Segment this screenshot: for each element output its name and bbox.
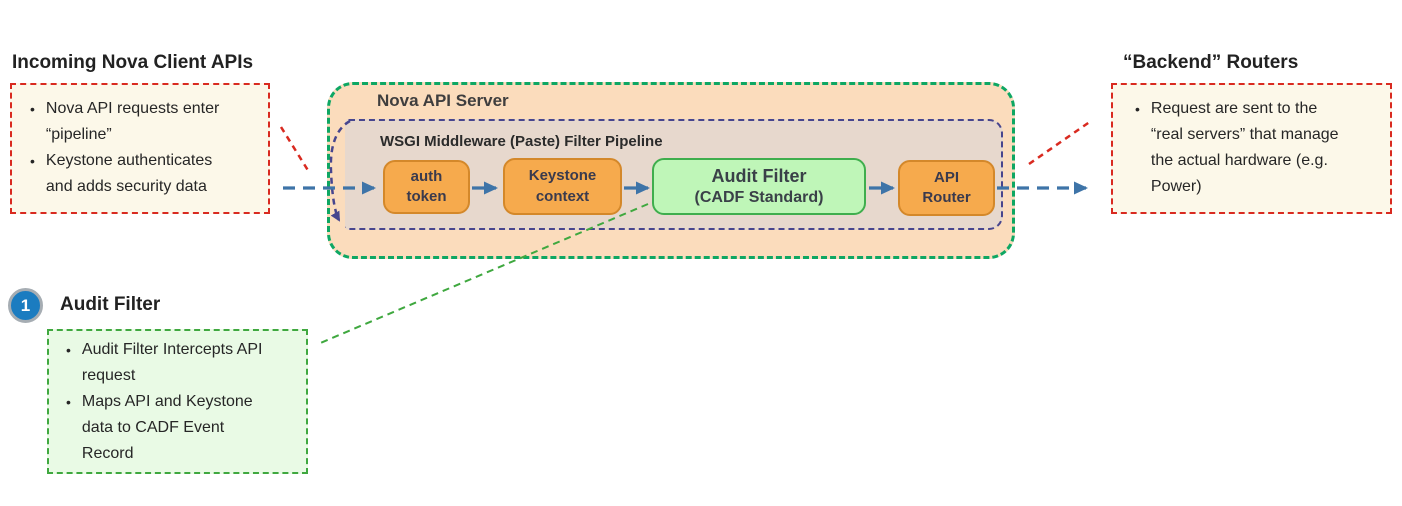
bullet-item: Maps API and Keystone data to CADF Event… bbox=[66, 389, 291, 467]
audit-filter-label: Audit Filter bbox=[711, 166, 807, 187]
incoming-apis-heading: Incoming Nova Client APIs bbox=[12, 52, 254, 73]
stage-audit-filter: Audit Filter (CADF Standard) bbox=[652, 158, 866, 215]
audit-filter-bullets: Audit Filter Intercepts API request Maps… bbox=[66, 337, 291, 467]
stage-auth-token: auth token bbox=[383, 160, 470, 214]
bullet-text: Audit Filter Intercepts API request bbox=[81, 341, 263, 384]
bullet-item: Keystone authenticates and adds security… bbox=[30, 148, 248, 200]
cadf-standard-label: (CADF Standard) bbox=[694, 188, 824, 206]
bullet-text: Keystone authenticates and adds security… bbox=[45, 152, 213, 195]
leader-line-red-left bbox=[279, 126, 311, 173]
stage-api-router: API Router bbox=[898, 160, 995, 216]
bullet-text: Nova API requests enter “pipeline” bbox=[45, 100, 220, 143]
incoming-apis-bullets: Nova API requests enter “pipeline” Keyst… bbox=[30, 96, 248, 200]
bullet-item: Nova API requests enter “pipeline” bbox=[30, 96, 248, 148]
bullet-text: Request are sent to the “real servers” t… bbox=[1150, 100, 1339, 195]
backend-routers-bullets: Request are sent to the “real servers” t… bbox=[1135, 96, 1370, 200]
bullet-text: Maps API and Keystone data to CADF Event… bbox=[81, 393, 253, 462]
wsgi-pipeline-title: WSGI Middleware (Paste) Filter Pipeline bbox=[380, 133, 663, 150]
step-1-badge: 1 bbox=[8, 288, 43, 323]
stage-keystone-context: Keystone context bbox=[503, 158, 622, 215]
audit-filter-heading: Audit Filter bbox=[60, 294, 161, 315]
leader-line-red-right bbox=[1028, 119, 1092, 166]
bullet-item: Audit Filter Intercepts API request bbox=[66, 337, 291, 389]
nova-api-server-title: Nova API Server bbox=[377, 91, 509, 110]
bullet-item: Request are sent to the “real servers” t… bbox=[1135, 96, 1370, 200]
backend-routers-heading: “Backend” Routers bbox=[1123, 52, 1299, 73]
